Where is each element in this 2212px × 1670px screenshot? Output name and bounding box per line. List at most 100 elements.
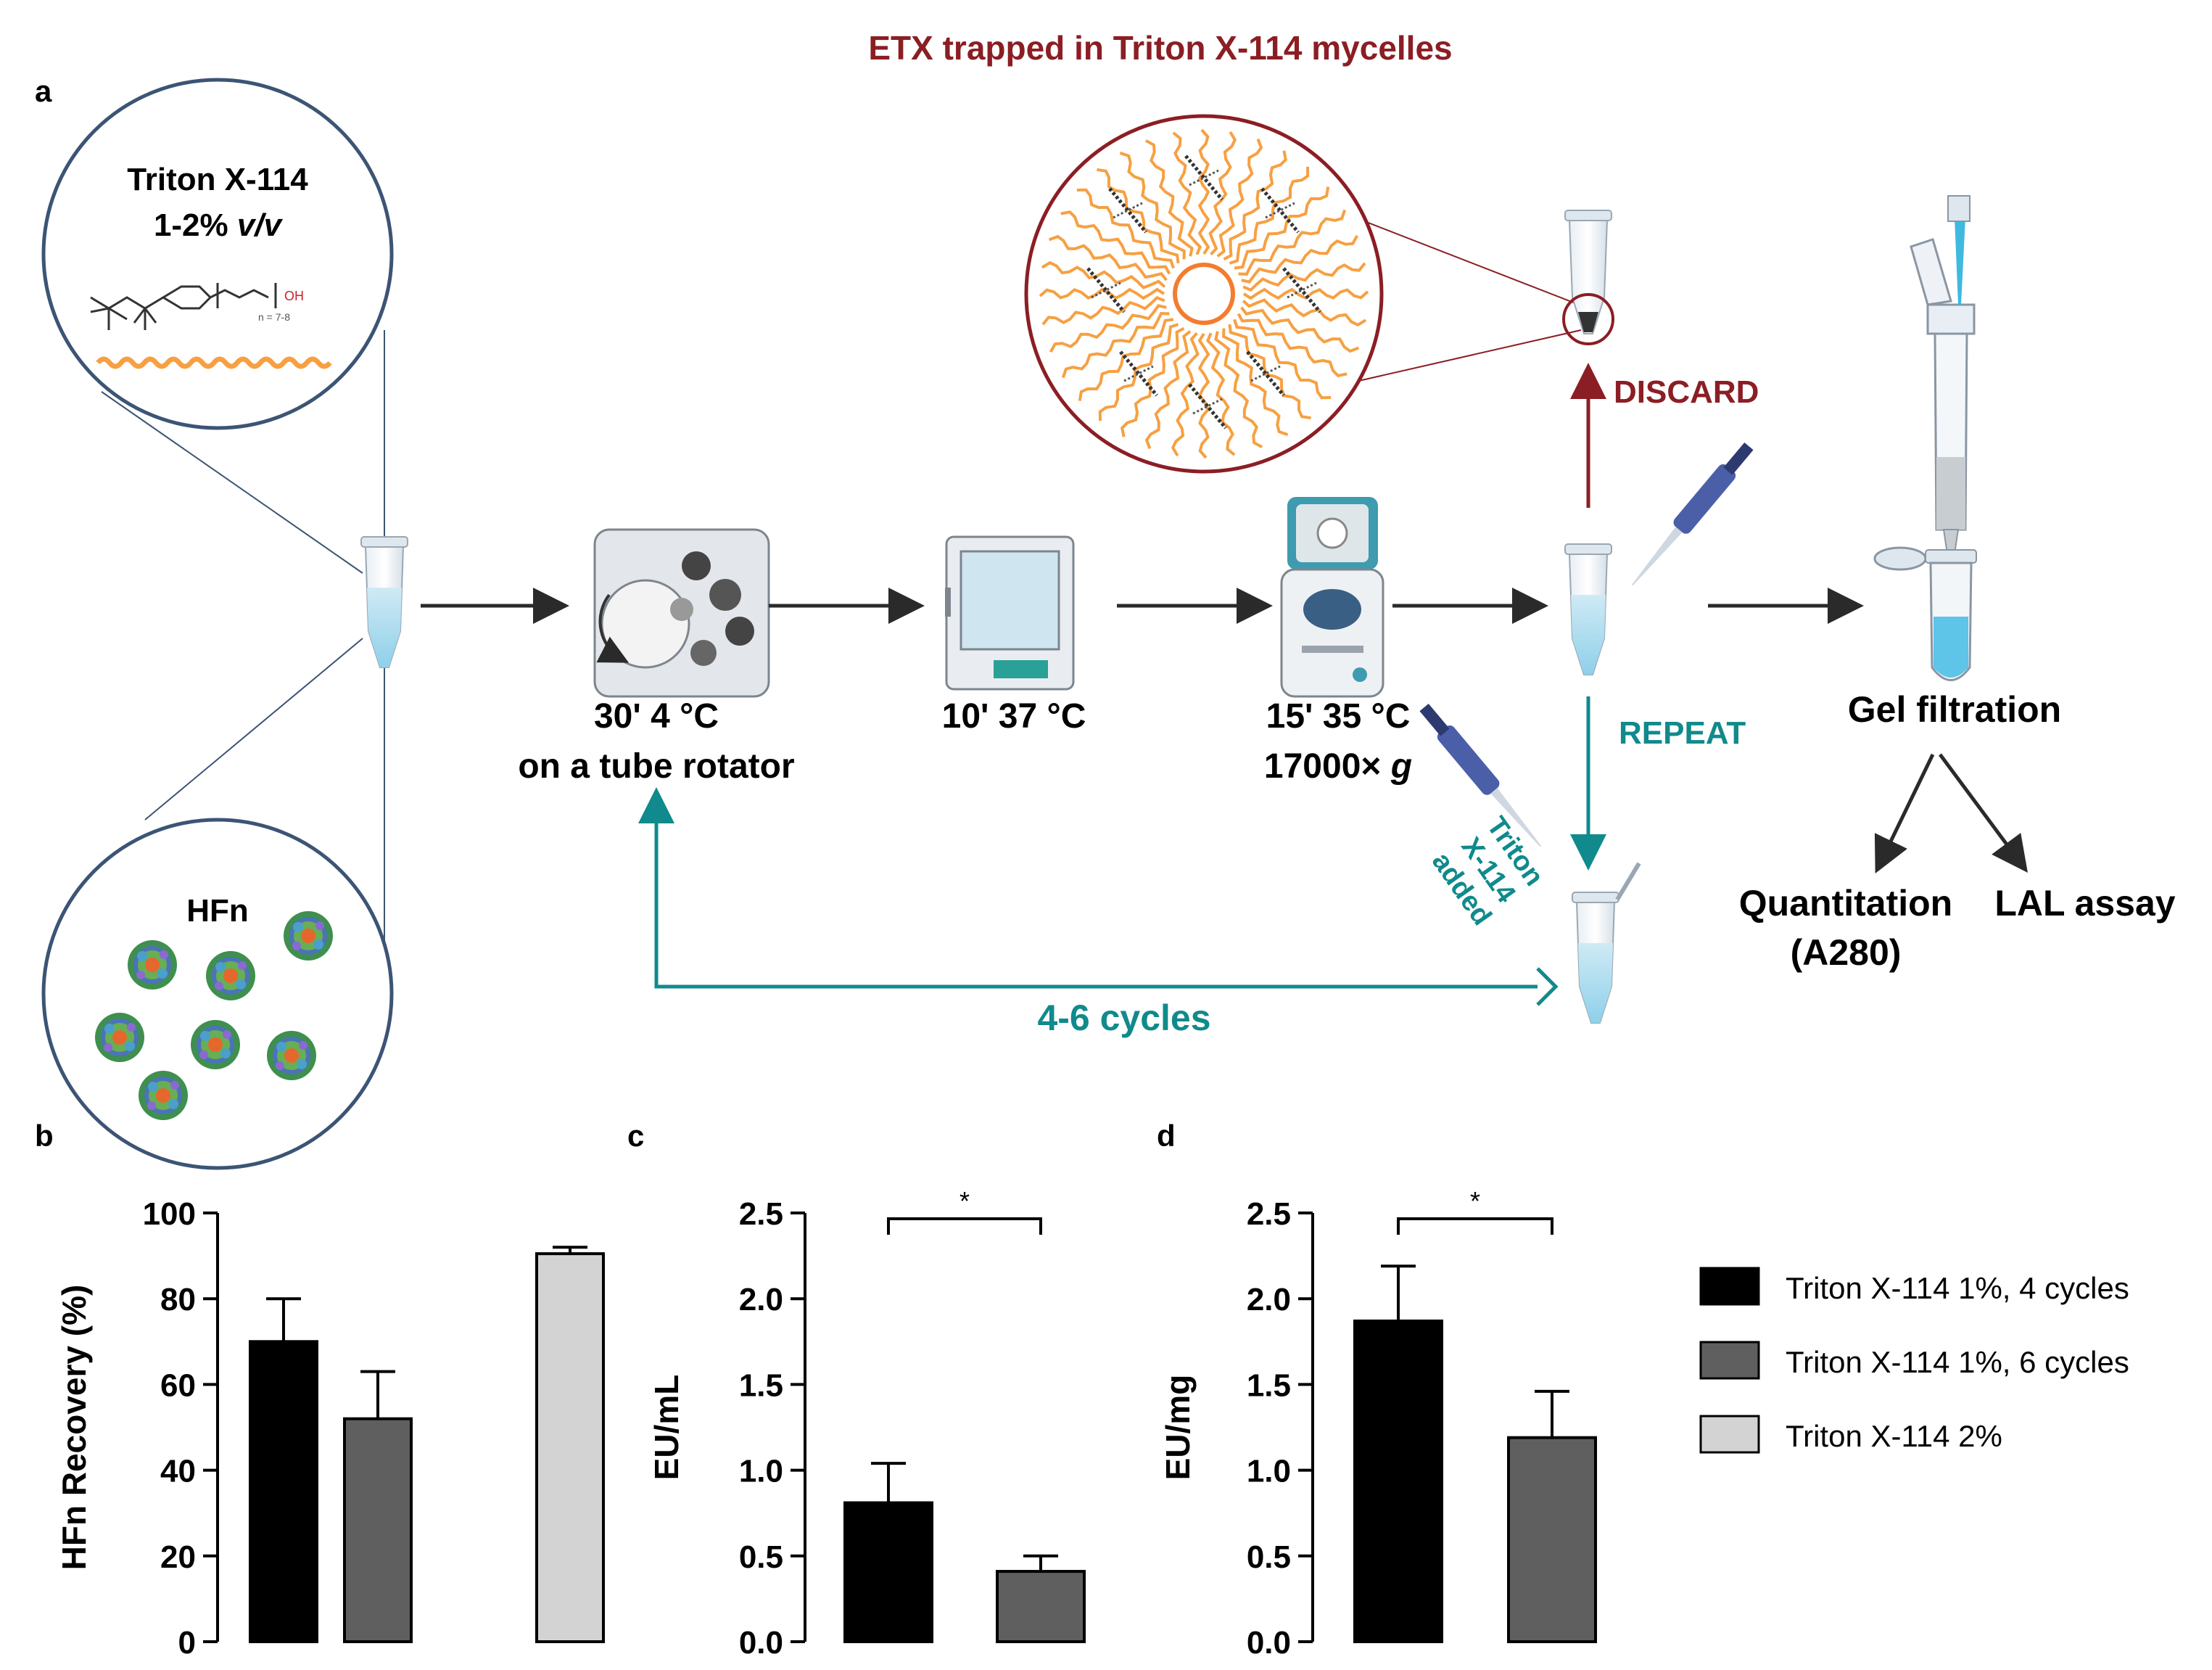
micelle-tail: [1205, 332, 1236, 456]
y-tick-label: 1.0: [1247, 1454, 1291, 1489]
micelle-tail: [1233, 318, 1332, 400]
endotoxin-mark: [1250, 365, 1281, 382]
centrifuge-icon: [1280, 497, 1384, 698]
triton-added-label: Triton X-114 added: [1426, 811, 1549, 931]
y-tick-label: 1.5: [1247, 1367, 1291, 1403]
endotoxin-mark: [1265, 202, 1295, 219]
y-axis-label: EU/mL: [648, 1375, 685, 1481]
micelle-tail: [1171, 332, 1200, 457]
endotoxin-mark: [1113, 202, 1143, 219]
endotoxin-mark: [1184, 155, 1223, 201]
gel-filtration-label: Gel filtration: [1848, 689, 2061, 730]
rotator-step-line2: on a tube rotator: [518, 747, 794, 786]
micelle-tail: [1242, 287, 1369, 300]
y-tick-label: 60: [160, 1367, 196, 1403]
panel-a-title: ETX trapped in Triton X-114 mycelles: [868, 29, 1452, 67]
panel-label-d: d: [1157, 1119, 1176, 1153]
panel-label-a: a: [35, 74, 52, 108]
bar: [843, 1501, 933, 1644]
micelle-tail: [1216, 138, 1263, 258]
micelle-tail: [1121, 326, 1185, 437]
triton-circle-title: Triton X-114: [127, 162, 308, 197]
triton-structure-n: n = 7-8: [258, 311, 290, 323]
micelle-tail: [1076, 188, 1175, 269]
legend: Triton X-114 1%, 4 cycles Triton X-114 1…: [1699, 1267, 2129, 1454]
triton-structure-icon: [90, 283, 277, 330]
repeat-label: REPEAT: [1619, 715, 1746, 751]
micelle-tail: [1197, 332, 1210, 459]
significance-star: *: [1470, 1186, 1480, 1216]
micelle-tail: [1049, 304, 1167, 353]
legend-label-1: Triton X-114 1%, 4 cycles: [1786, 1271, 2129, 1305]
triton-x114-circle: Triton X-114 1-2% v/v OH n = 7-8: [41, 78, 394, 574]
legend-label-2: Triton X-114 1%, 6 cycles: [1786, 1345, 2129, 1379]
bar: [1353, 1319, 1443, 1643]
micelle-tail: [1237, 313, 1348, 377]
y-tick-label: 0.5: [739, 1539, 783, 1575]
bar: [343, 1417, 413, 1644]
micelle-tail: [1172, 131, 1202, 255]
y-tick-label: 2.5: [1247, 1196, 1291, 1232]
branch-arrow-lal: [1938, 753, 2028, 873]
micelle-tail: [1240, 306, 1360, 353]
centrifuge-step-line1: 15' 35 °C: [1266, 697, 1411, 736]
legend-swatch-3: [1699, 1415, 1760, 1454]
hfn-circle: HFn: [41, 638, 394, 1170]
pipette-icon: [1631, 442, 1754, 586]
discard-tube-icon: [1562, 210, 1614, 345]
y-tick-label: 20: [160, 1539, 196, 1575]
hfn-circle-title: HFn: [186, 893, 249, 929]
triton-orange-wave: [96, 356, 332, 369]
tube-rotator-icon: [593, 528, 770, 698]
micelle-tail: [1144, 139, 1194, 257]
y-tick-label: 0: [178, 1625, 196, 1661]
hfn-particle: [267, 1031, 316, 1080]
triton-structure-oh: OH: [284, 289, 304, 303]
micelle-tail: [1061, 312, 1170, 379]
micelle-rays: [1039, 128, 1369, 459]
endotoxin-mark: [1192, 398, 1223, 415]
chart-d-eu-per-mg: 0.00.51.01.52.02.5EU/mg*: [1159, 1186, 1597, 1661]
triton-concentration: 1-2% v/v: [154, 207, 284, 243]
panel-label-c: c: [627, 1119, 644, 1153]
micelle-tail: [1144, 330, 1192, 450]
legend-swatch-1: [1699, 1267, 1760, 1306]
supernatant-tube-icon: [1564, 543, 1612, 675]
micelle-tail: [1242, 262, 1366, 292]
endotoxin-mark: [1119, 350, 1158, 397]
centrifuge-step-line2: 17000× g: [1264, 747, 1412, 786]
y-tick-label: 40: [160, 1454, 196, 1489]
endotoxin-mark: [1123, 365, 1154, 382]
bar: [996, 1570, 1086, 1643]
rotator-step-line1: 30' 4 °C: [594, 697, 719, 736]
hfn-particle: [139, 1071, 188, 1120]
cycles-label: 4-6 cycles: [1037, 998, 1210, 1038]
micelle-tail: [1078, 318, 1174, 401]
endotoxin-mark: [1282, 267, 1321, 313]
legend-swatch-2: [1699, 1341, 1760, 1380]
panel-label-b: b: [35, 1119, 54, 1153]
lal-assay-label: LAL assay: [1994, 883, 2175, 924]
endotoxin-mark: [1086, 267, 1126, 313]
endotoxin-mark: [1188, 383, 1227, 429]
micelle-tail: [1119, 151, 1186, 260]
endotoxin-mark: [1260, 187, 1300, 234]
incubator-step: 10' 37 °C: [942, 697, 1086, 736]
micelle-tail: [1242, 298, 1367, 327]
micelle-tail: [1048, 234, 1168, 281]
branch-arrow-quantitation: [1874, 753, 1935, 874]
significance-bracket: [887, 1217, 1042, 1235]
y-tick-label: 0.5: [1247, 1539, 1291, 1575]
micelle-tail: [1041, 295, 1165, 326]
endotoxin-mark: [1287, 281, 1317, 299]
y-axis-label: EU/mg: [1159, 1375, 1197, 1481]
bar: [535, 1252, 605, 1643]
legend-label-3: Triton X-114 2%: [1786, 1419, 2002, 1453]
micelle-tail: [1234, 186, 1330, 270]
micelle-tail: [1214, 331, 1263, 449]
sample-tube-icon: [360, 536, 408, 668]
hfn-particle: [95, 1013, 144, 1062]
y-tick-label: 0.0: [739, 1625, 783, 1661]
y-tick-label: 1.0: [739, 1454, 783, 1489]
